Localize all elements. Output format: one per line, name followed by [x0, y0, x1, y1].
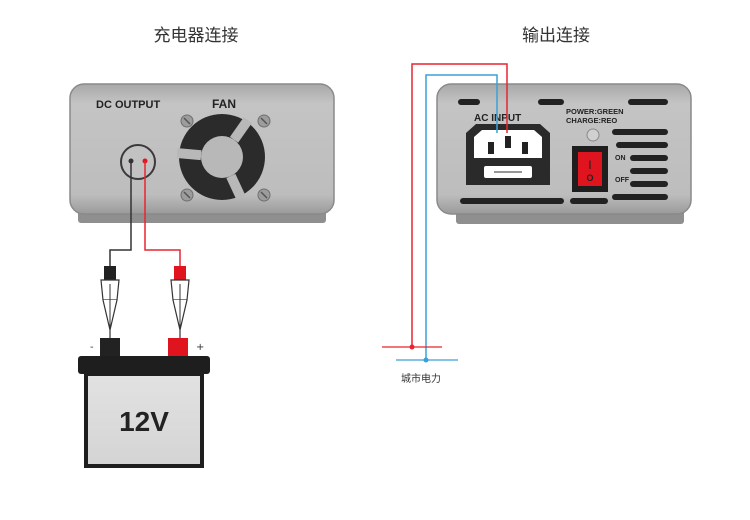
charge-indicator-label: CHARGE:REO [566, 116, 617, 125]
vent-slot [630, 181, 668, 187]
positive-clip-icon [170, 266, 190, 340]
screw-icon [180, 188, 194, 202]
battery-12v: - + 12V [78, 338, 210, 468]
screw-icon [257, 114, 271, 128]
screw-icon [180, 114, 194, 128]
positive-wire [144, 161, 181, 268]
battery-voltage-label: 12V [119, 406, 169, 437]
inverter-rear-panel-right: AC INPUT POWER:GREEN CHARGE:REO | O ON O… [436, 83, 692, 224]
indicator-light [586, 128, 600, 142]
live-junction [409, 344, 415, 350]
battery-positive-terminal [168, 338, 188, 356]
negative-clip-icon [100, 266, 120, 340]
battery-negative-sign: - [90, 342, 94, 353]
socket-pin [522, 142, 528, 154]
socket-pin [488, 142, 494, 154]
vent-slot [570, 198, 608, 204]
vent-slot [628, 99, 668, 105]
live-wire [411, 63, 508, 347]
power-indicator-label: POWER:GREEN [566, 107, 624, 116]
neutral-wire [425, 74, 498, 360]
vent-slot [612, 194, 668, 200]
dc-output-label: DC OUTPUT [96, 99, 160, 111]
vent-slot [538, 99, 564, 105]
neutral-junction [423, 357, 429, 363]
vent-slot [460, 198, 564, 204]
title-charger-connection: 充电器连接 [154, 26, 239, 46]
mains-power-label: 城市电力 [401, 372, 441, 385]
vent-slot [458, 99, 480, 105]
battery-positive-sign: + [196, 342, 204, 353]
battery-lid [78, 356, 210, 374]
fan-label: FAN [212, 97, 236, 111]
battery-body [84, 372, 204, 468]
socket-pin [505, 136, 511, 148]
fan-icon [176, 114, 265, 200]
switch-on-label: ON [615, 155, 626, 162]
dc-output-socket [120, 144, 156, 180]
switch-off-mark: O [586, 173, 593, 183]
vent-slot [616, 142, 668, 148]
vent-slot [630, 168, 668, 174]
inverter-rear-panel-left: DC OUTPUT FAN [69, 83, 335, 223]
switch-on-mark: | [589, 159, 592, 169]
battery-negative-terminal [100, 338, 120, 356]
vent-slot [612, 129, 668, 135]
negative-wire [109, 161, 132, 268]
power-switch-rocker[interactable] [578, 152, 602, 186]
screw-icon [257, 188, 271, 202]
vent-slot [630, 155, 668, 161]
title-output-connection: 输出连接 [522, 26, 590, 46]
switch-off-label: OFF [615, 177, 630, 184]
